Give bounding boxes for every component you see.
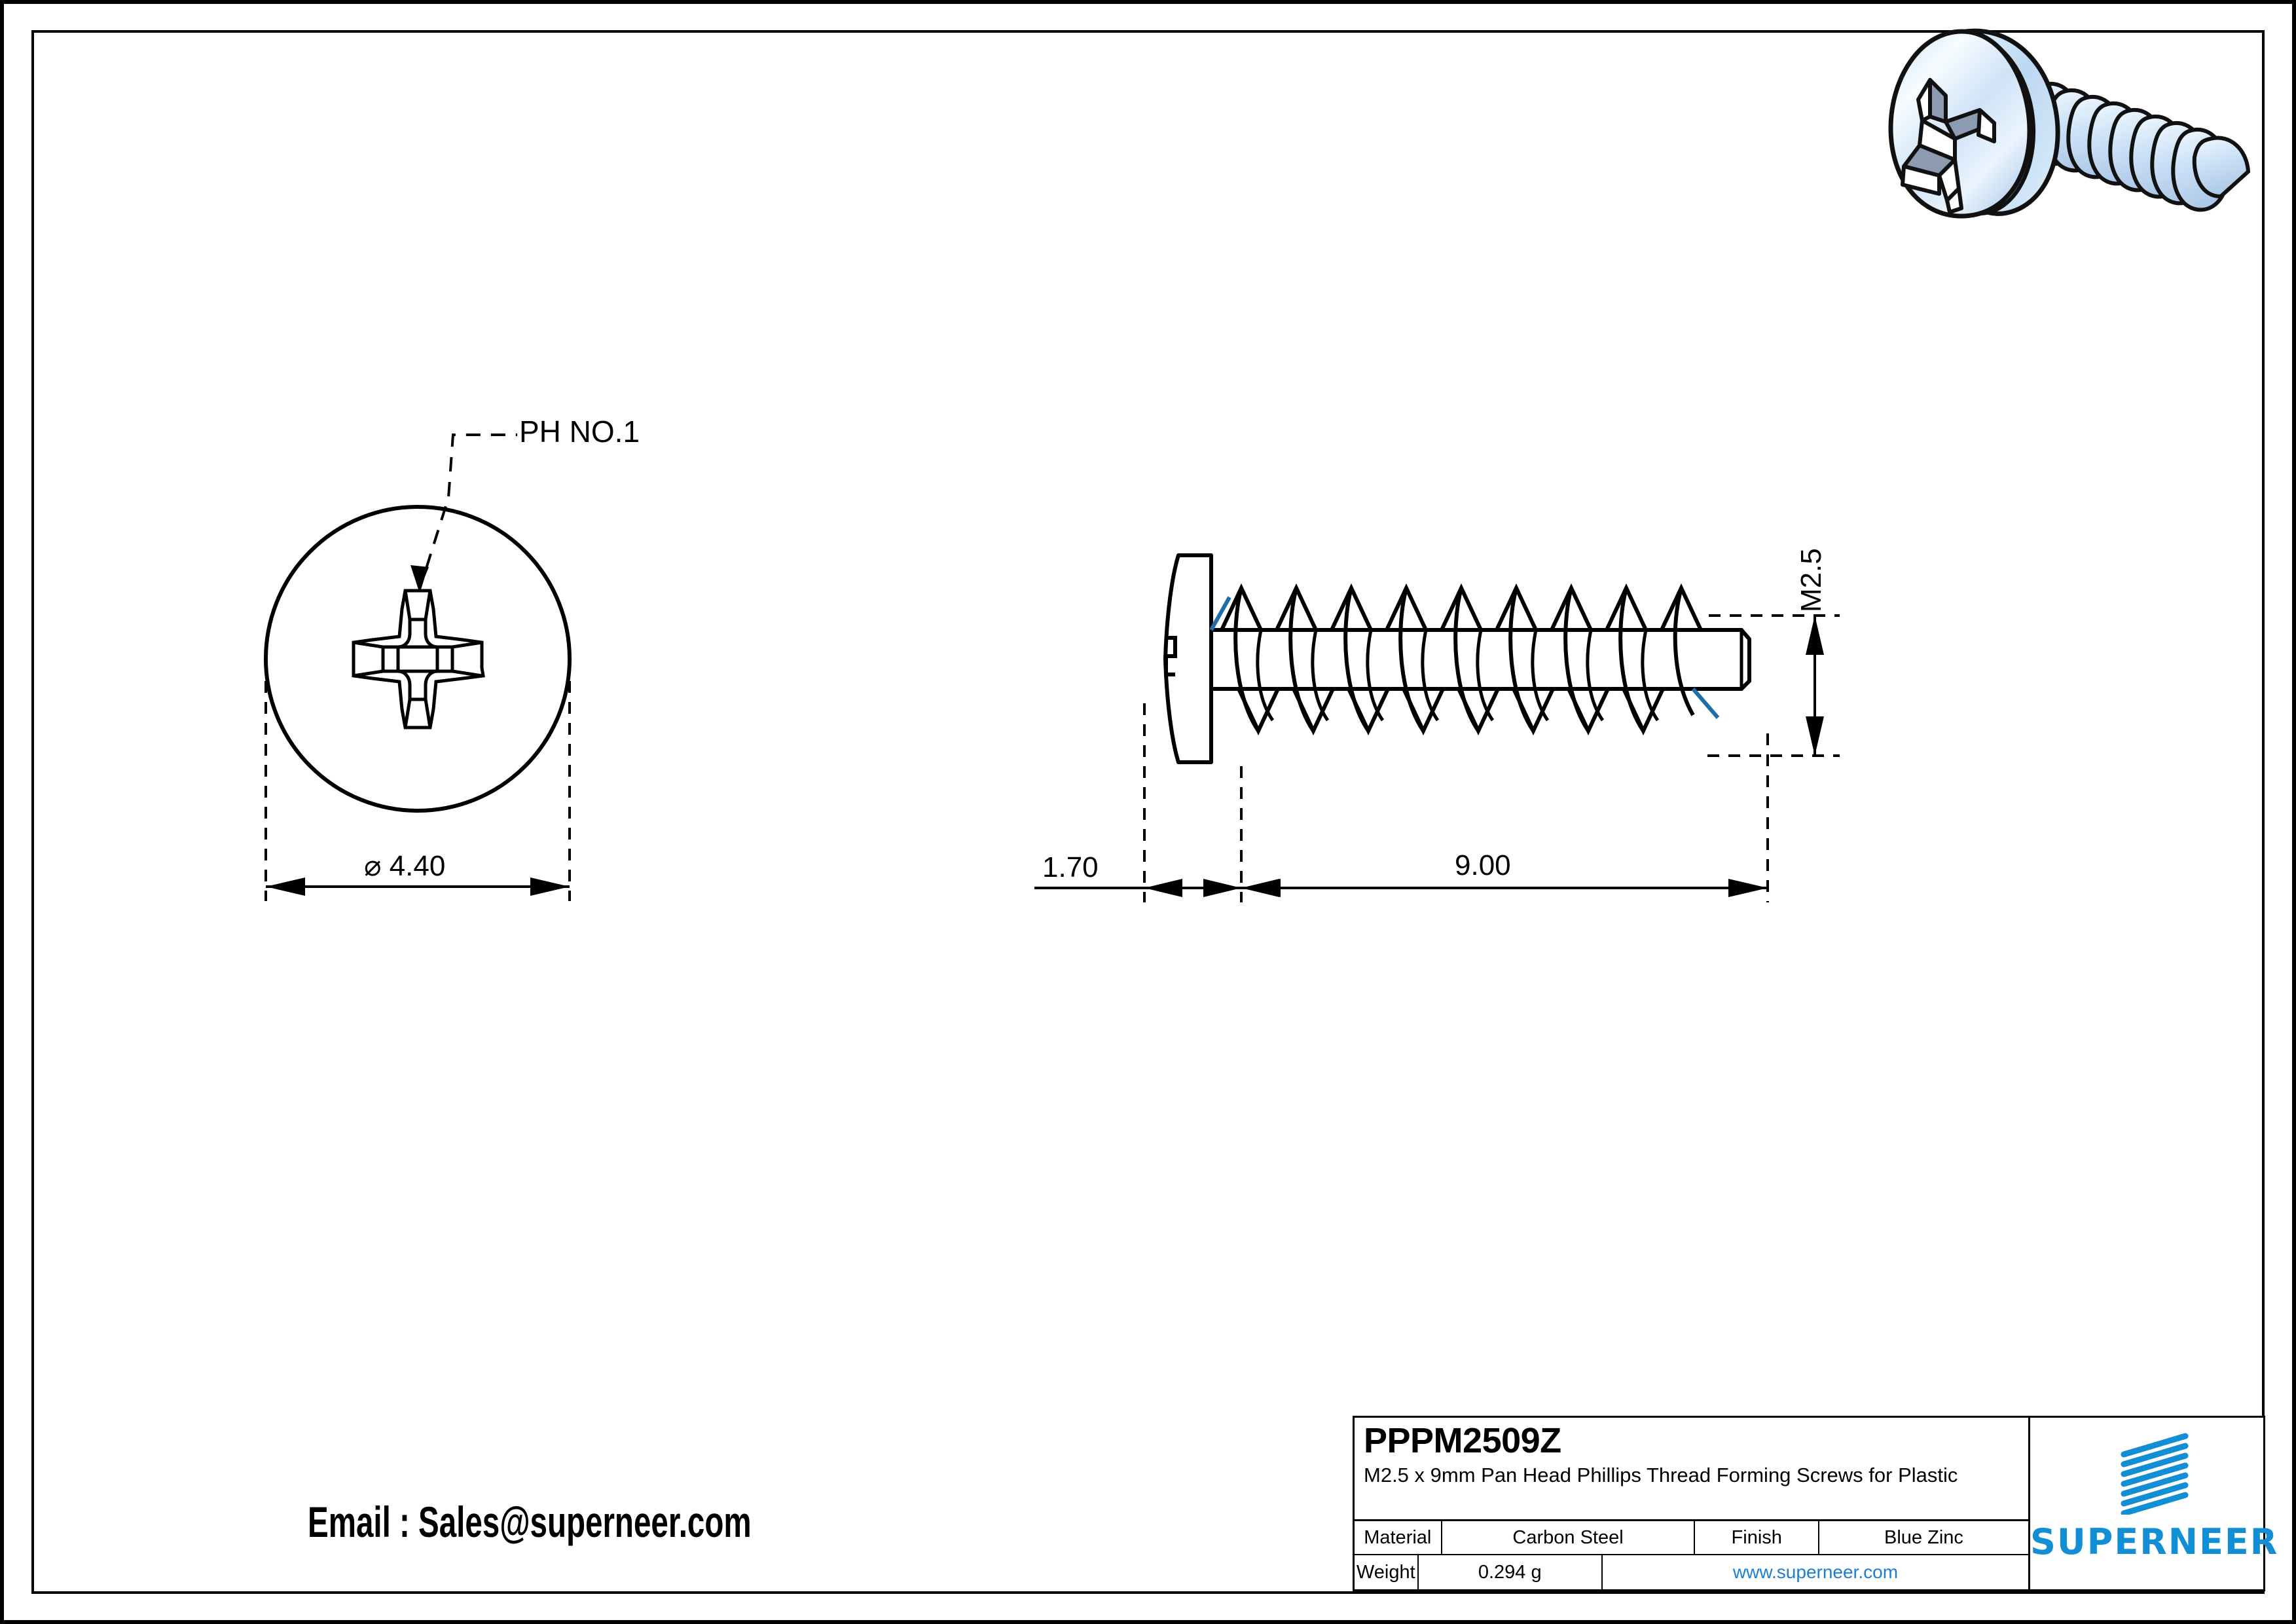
len-arrow-right: [1728, 879, 1768, 897]
material-label: Material: [1355, 1521, 1442, 1554]
sheet-inner-border: [31, 30, 2265, 1594]
brand-wordmark: SUPERNEER: [2030, 1521, 2279, 1562]
md-arrow-top: [1806, 616, 1824, 655]
contact-email: Email : Sales@superneer.com: [308, 1498, 752, 1546]
hidden-edge-start: [1209, 596, 1231, 631]
ph-callout-leader: [418, 434, 517, 592]
title-block: PPPM2509Z M2.5 x 9mm Pan Head Phillips T…: [1353, 1416, 2277, 1591]
title-block-info: PPPM2509Z M2.5 x 9mm Pan Head Phillips T…: [1355, 1418, 2030, 1589]
diameter-dimension: [264, 681, 571, 901]
dim-arrow-left: [266, 877, 305, 896]
table-row: Weight 0.294 g www.superneer.com: [1355, 1555, 2028, 1589]
ht-arrow-inner-left: [1144, 879, 1182, 897]
major-diameter-dimension-text: M2.5: [1795, 548, 1827, 612]
screw-3d-phillips-recess: [1901, 78, 1996, 214]
part-description: M2.5 x 9mm Pan Head Phillips Thread Form…: [1364, 1464, 1958, 1487]
diameter-dimension-text: ⌀ 4.40: [364, 850, 446, 882]
hidden-edge-end: [1691, 688, 1720, 719]
weight-label: Weight: [1355, 1555, 1419, 1589]
end-view: [264, 434, 572, 901]
head-outline-circle: [264, 505, 572, 813]
pan-head-profile: [1163, 553, 1213, 764]
weight-value: 0.294 g: [1419, 1555, 1603, 1589]
phillips-recess: [352, 589, 485, 729]
screw-3d-thread: [2024, 81, 2251, 212]
md-arrow-bottom: [1806, 716, 1824, 756]
ph-callout-arrowhead: [410, 565, 429, 591]
side-view: [1034, 553, 1840, 902]
ht-arrow-inner-right: [1203, 879, 1241, 897]
title-block-header: PPPM2509Z M2.5 x 9mm Pan Head Phillips T…: [1355, 1418, 2028, 1521]
website-link[interactable]: www.superneer.com: [1732, 1562, 1899, 1582]
finish-label: Finish: [1695, 1521, 1819, 1554]
length-dimension-text: 9.00: [1455, 849, 1511, 881]
part-number: PPPM2509Z: [1364, 1421, 1561, 1460]
thread-shank: [1211, 583, 1751, 736]
brand-cell: SUPERNEER: [2030, 1418, 2278, 1589]
ht-arrow-outer-right: [1241, 879, 1279, 897]
head-recess-notch: [1164, 636, 1177, 676]
finish-value: Blue Zinc: [1884, 1526, 1963, 1548]
table-row: Material Carbon Steel Finish Blue Zinc: [1355, 1521, 2028, 1555]
superneer-logo-icon: [2121, 1433, 2189, 1515]
material-value: Carbon Steel: [1442, 1521, 1696, 1554]
head-thickness-dimension-text: 1.70: [1042, 851, 1099, 883]
dim-arrow-right: [530, 877, 570, 896]
major-diameter-dimension: [1707, 614, 1840, 757]
screw-3d-illustration: [1888, 28, 2251, 219]
ph-callout-label: PH NO.1: [519, 415, 640, 449]
